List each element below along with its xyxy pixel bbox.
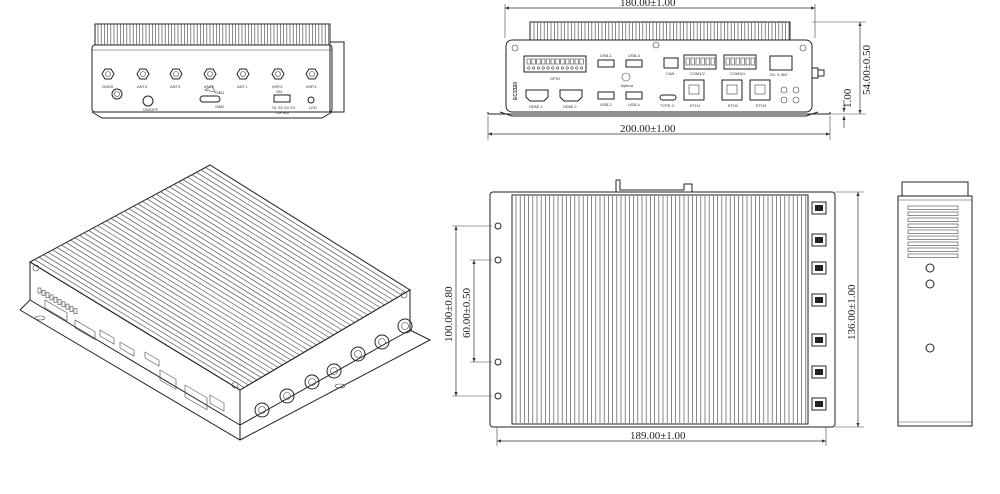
usb2-label: USB-2 [600, 102, 613, 107]
eth2-port-icon [721, 79, 743, 101]
antenna-connector-icon [254, 402, 270, 418]
com34-terminal-icon [723, 54, 757, 70]
side-screw-icon [925, 279, 935, 289]
dim-hole-outer: 100.00±0.80 [443, 286, 455, 342]
rear-panel-view: 180.00±1.00 GPIO EC3320 HDMI 1 HDMI 2 US… [487, 0, 873, 140]
dim-foot: 1.00 [842, 88, 854, 108]
dip-switch-icon [273, 94, 291, 103]
power-button-label: ON/OFF [143, 107, 159, 112]
antenna-connector-icon [279, 388, 295, 404]
connector-icon [811, 233, 827, 247]
antenna-connector-icon [136, 68, 150, 80]
antenna-connector-icon [169, 68, 183, 80]
dip-label: DIPSW [276, 110, 289, 115]
connector-icon [811, 293, 827, 307]
antenna-label: ANT1 [237, 84, 248, 89]
usb1-port-icon [597, 59, 615, 68]
antenna-connector-icon [397, 318, 413, 334]
sim2-label: SIM2 [215, 104, 225, 109]
connector-icon [811, 201, 827, 215]
antenna-connector-icon [374, 334, 390, 350]
antenna-connector-icon [304, 374, 320, 390]
hdmi2-label: HDMI 2 [563, 104, 577, 109]
usb4-label: USB-4 [628, 102, 641, 107]
front-panel-view: GNSS ANT4 ANT3 ANT2 ANT1 WIFI2 WIFI1 ON/OFF SI… [91, 23, 345, 119]
connector-icon [811, 261, 827, 275]
usb1-label: USB-1 [600, 53, 613, 58]
dip-on-label: ON [276, 89, 282, 94]
brand-label: bytend [621, 83, 633, 88]
antenna-label: GNSS [102, 84, 114, 89]
usb3-port-icon [625, 59, 643, 68]
type-c-label: TYPE-C [660, 103, 675, 108]
antenna-connector-icon [203, 68, 217, 80]
mounting-hole-icon [494, 256, 502, 264]
eth1-label: ETH1 [690, 103, 701, 108]
antenna-label: WIFI1 [306, 84, 317, 89]
power-button-icon [111, 88, 123, 100]
brand-logo-icon [621, 72, 631, 82]
mounting-hole-icon [494, 392, 502, 400]
sim-tray-icon [199, 95, 221, 103]
type-c-port-icon [659, 94, 677, 101]
eth3-port-icon [749, 79, 771, 101]
hdmi1-port-icon [525, 89, 549, 102]
antenna-connector-icon [326, 363, 342, 379]
eth3-label: ETH3 [756, 103, 767, 108]
antenna-label: ANT2 [204, 84, 215, 89]
antenna-label: ANT3 [170, 84, 181, 89]
mounting-hole-icon [494, 222, 502, 230]
antenna-connector-icon [236, 68, 250, 80]
com12-terminal-icon [683, 54, 717, 70]
can-label: CAN [666, 71, 675, 76]
antenna-connector-icon [350, 346, 366, 362]
connector-icon [811, 365, 827, 379]
dim-base-width: 189.00±1.00 [630, 430, 686, 442]
power-label: DC 9-36V [770, 72, 788, 77]
com12-label: COM1/2 [690, 71, 706, 76]
led-icon [142, 95, 154, 107]
side-view [897, 181, 973, 427]
antenna-label: ANT4 [137, 84, 148, 89]
eth1-port-icon [683, 79, 705, 101]
hdmi2-port-icon [559, 89, 583, 102]
usb4-port-icon [625, 91, 643, 100]
usb3-label: USB-3 [628, 53, 641, 58]
com34-label: COM3/4 [730, 71, 746, 76]
model-label: EC3320 [513, 82, 519, 100]
usb2-port-icon [597, 91, 615, 100]
dim-top-width: 180.00±1.00 [620, 0, 676, 9]
dim-height: 54.00±0.50 [861, 44, 873, 95]
dim-hole-inner: 60.00±0.50 [461, 287, 473, 338]
dim-bottom-width: 200.00±1.00 [620, 123, 676, 135]
gpio-label: GPIO [550, 76, 560, 81]
dim-length: 136.00±1.00 [846, 284, 858, 340]
antenna-connector-icon [271, 68, 285, 80]
power-terminal-icon [769, 55, 793, 71]
antenna-connector-icon [305, 68, 319, 80]
connector-icon [811, 333, 827, 347]
isometric-view [19, 164, 432, 441]
gpio-terminal-icon [523, 55, 587, 73]
can-port-icon [663, 57, 679, 69]
eth2-label: ETH2 [728, 103, 739, 108]
dip-sub-label: S1 S2 S3 S4 [272, 105, 296, 110]
sim1-label: SIM1 [215, 90, 225, 95]
top-view: 100.00±0.80 60.00±0.50 136.00±1.00 189.0… [443, 179, 864, 446]
mounting-hole-icon [494, 358, 502, 366]
hdmi1-label: HDMI 1 [529, 104, 543, 109]
led-label: LED [309, 105, 317, 110]
antenna-connector-icon [101, 68, 115, 80]
antenna-label: WIFI2 [272, 84, 283, 89]
connector-icon [811, 397, 827, 411]
